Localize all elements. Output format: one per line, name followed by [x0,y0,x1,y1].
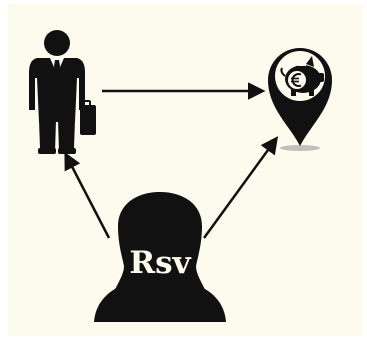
woman-silhouette-icon: Rsv [94,192,226,322]
arrow-woman-to-businessman [64,151,111,239]
euro-icon [288,71,306,89]
arrow-woman-to-bank [202,136,279,239]
woman-label: Rsv [129,245,191,281]
businessman-icon [29,30,96,154]
piggy-bank-location-pin-icon [268,48,332,151]
